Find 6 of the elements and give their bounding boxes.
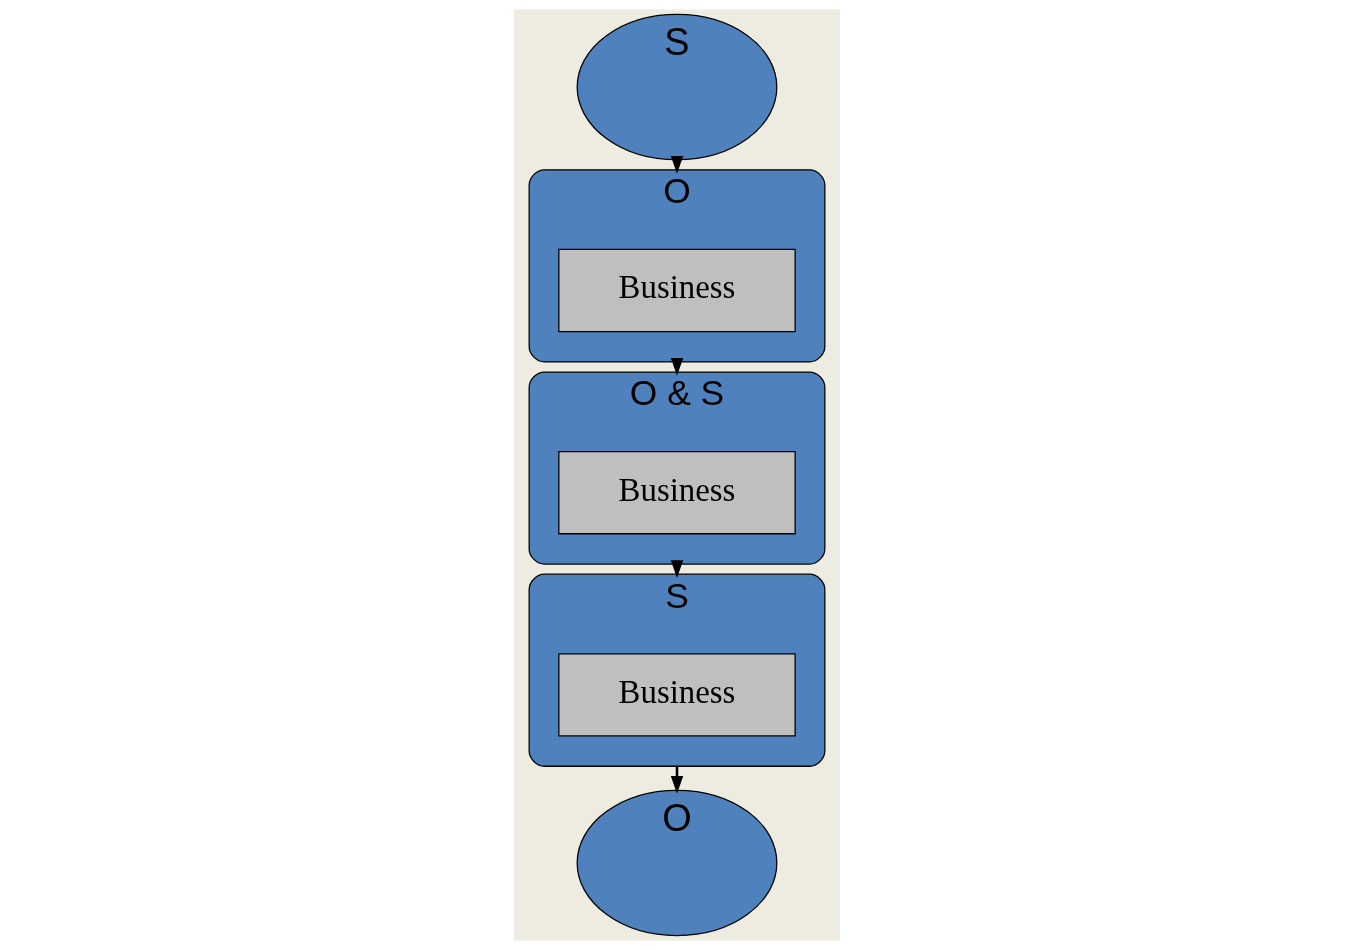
node-box: Business (558, 451, 796, 535)
node-ellipse: O (576, 789, 778, 937)
node-box: Business (558, 653, 796, 737)
arrow (670, 560, 684, 579)
arrow (670, 155, 684, 174)
node-box: Business (558, 248, 796, 333)
